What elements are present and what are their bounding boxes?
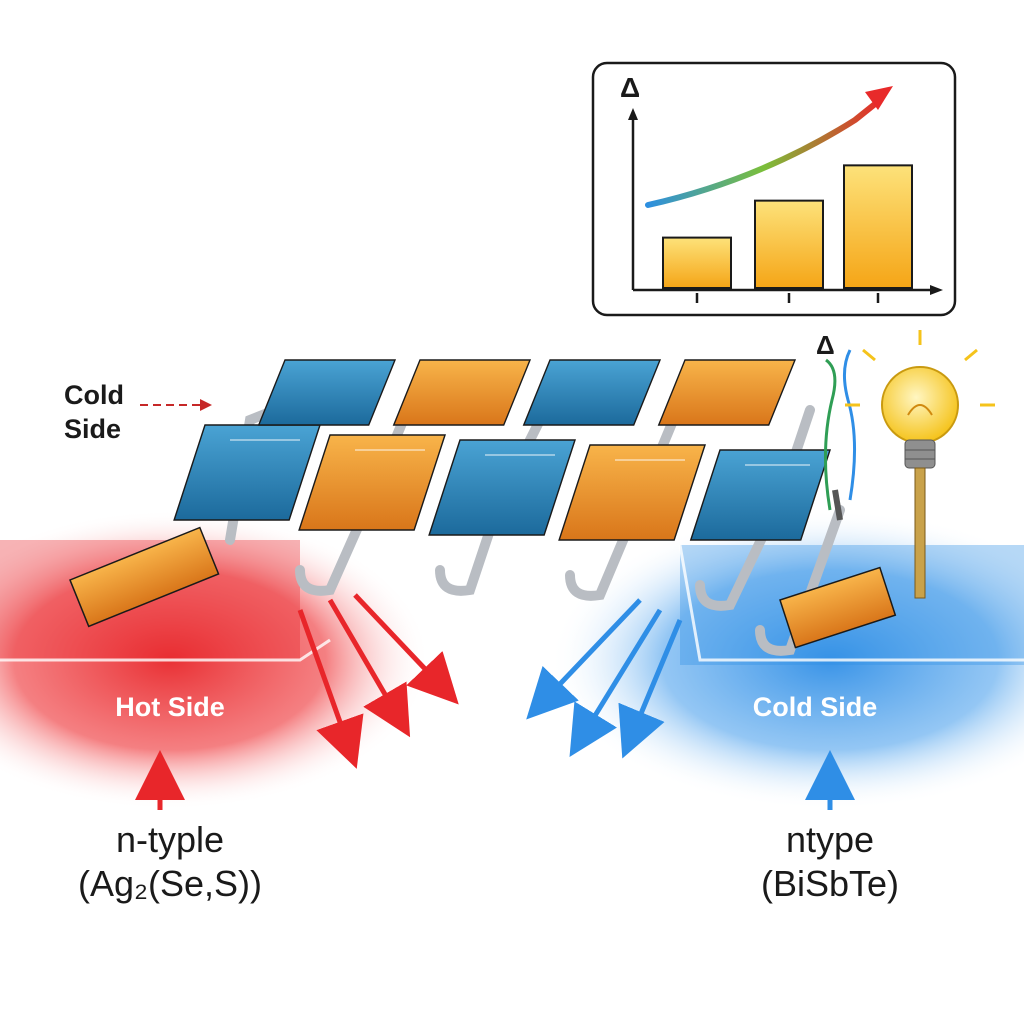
wires: [823, 349, 857, 521]
cold-side-label: Cold Side: [752, 692, 878, 722]
hot-side-label: Hot Side: [115, 692, 225, 722]
p-type-label: ntype (BiSbTe): [760, 819, 900, 904]
p-leg: [558, 444, 706, 541]
n-leg: [522, 359, 662, 426]
cold-heat-arrows: [526, 598, 855, 810]
cold-side-top-label: Cold Side: [64, 380, 124, 444]
p-leg: [392, 359, 532, 426]
cold-reservoir: [550, 510, 1024, 810]
thermo-legs: [69, 359, 897, 649]
cold-side-pointer: [140, 399, 212, 411]
hot-heat-arrows: [135, 593, 459, 810]
n-type-label: n-typle (Ag₂(Se,S)): [77, 819, 262, 904]
chart-ticks: [695, 293, 880, 303]
chart-y-axis-label: Δ: [620, 72, 641, 103]
delta-label: Δ: [816, 330, 835, 360]
leg-highlights: [230, 439, 810, 466]
p-leg: [69, 526, 220, 628]
chart-panel: [591, 61, 957, 317]
n-leg: [257, 359, 397, 426]
n-leg: [689, 449, 831, 541]
chart-bar: [843, 164, 913, 289]
p-leg: [298, 434, 446, 531]
trend-arrow: [645, 97, 883, 208]
trend-arrow-head: [865, 86, 893, 110]
chart-bar: [662, 236, 732, 290]
p-leg: [779, 566, 897, 649]
chart-bar: [754, 199, 824, 289]
n-leg: [428, 439, 576, 536]
p-leg: [657, 359, 797, 426]
light-bulb-icon: [845, 330, 995, 599]
